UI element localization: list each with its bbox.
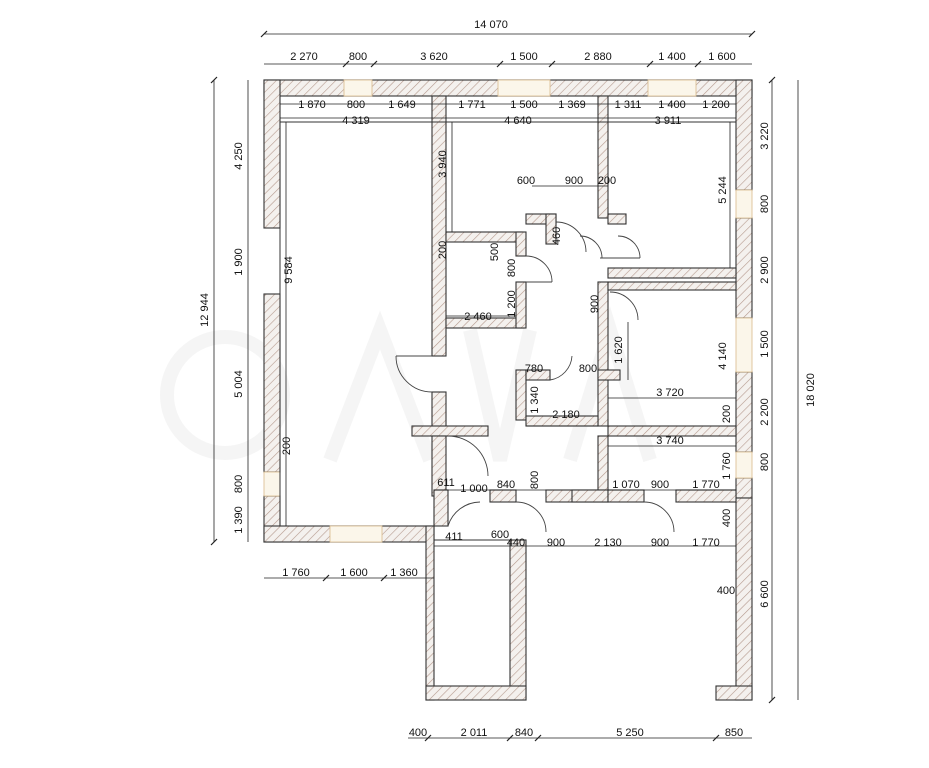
dim-left-room-height: 9 584 <box>283 256 295 284</box>
dim-hall-600: 600 <box>517 175 535 187</box>
dim-ter-900a: 900 <box>547 537 565 549</box>
dim-top-inner-7: 1 311 <box>615 99 642 111</box>
dim-bottom-1000: 1 000 <box>460 483 488 495</box>
dim-bottom-1770: 1 770 <box>692 479 720 491</box>
dim-left-5: 1 390 <box>233 506 245 534</box>
dim-bottom-left-3: 1 360 <box>390 567 418 579</box>
dim-hall-780: 780 <box>525 363 543 375</box>
dim-wc-1200: 1 200 <box>506 290 518 318</box>
doors <box>395 221 675 533</box>
dim-bottom-1: 400 <box>409 727 427 739</box>
dim-left-total: 12 944 <box>199 293 211 327</box>
dim-bottom-611: 611 <box>437 477 455 489</box>
dim-ter-600: 600 <box>491 529 509 541</box>
dim-top-inner-9: 1 200 <box>702 99 730 111</box>
dim-ter-900b: 900 <box>651 537 669 549</box>
dim-top-outer-5: 2 880 <box>584 51 612 63</box>
dim-top-outer-6: 1 400 <box>658 51 686 63</box>
dim-wc-width: 2 460 <box>464 311 492 323</box>
dim-top-inner-1: 1 870 <box>298 99 326 111</box>
dim-ter-400: 400 <box>717 585 735 597</box>
dim-hall-460: 460 <box>551 227 563 245</box>
dim-right-900: 900 <box>589 295 601 313</box>
dim-room-1760: 1 760 <box>721 452 733 480</box>
dim-right-room-height: 5 244 <box>717 176 729 204</box>
dim-bottom-left-1: 1 760 <box>282 567 310 579</box>
dim-wc-500: 500 <box>489 243 501 261</box>
dim-hall-200: 200 <box>598 175 616 187</box>
dim-right-200: 200 <box>721 405 733 423</box>
dim-room-width-1: 4 319 <box>342 115 370 127</box>
dim-right-800: 800 <box>579 363 597 375</box>
dim-right-total: 18 020 <box>805 373 817 407</box>
dim-room-3720: 3 720 <box>656 387 684 399</box>
bottom-dimension-labels: 1 760 1 600 1 360 400 2 011 840 5 250 85… <box>282 567 743 739</box>
dim-hall-900: 900 <box>565 175 583 187</box>
dim-bottom-4: 5 250 <box>616 727 644 739</box>
dim-room-width-3: 3 911 <box>655 115 682 127</box>
dim-ter-440: 440 <box>507 537 525 549</box>
left-dimension-labels: 12 944 4 250 1 900 5 004 800 1 390 <box>199 142 245 534</box>
dim-right-3: 2 900 <box>759 256 771 284</box>
dim-right-6: 800 <box>759 453 771 471</box>
dimension-lines <box>213 33 799 739</box>
dim-room-3740: 3 740 <box>656 435 684 447</box>
inner-lines <box>279 121 736 541</box>
dim-ter-2130: 2 130 <box>594 537 622 549</box>
dim-left-4: 800 <box>233 475 245 493</box>
dim-left-1: 4 250 <box>233 142 245 170</box>
dim-bottom-5: 850 <box>725 727 743 739</box>
dim-right-4140: 4 140 <box>717 342 729 370</box>
dim-bottom-2: 2 011 <box>461 727 488 739</box>
interior-walls <box>411 95 737 527</box>
dim-ter-1770: 1 770 <box>692 537 720 549</box>
dim-hall-1340: 1 340 <box>529 386 541 414</box>
dim-ter-411: 411 <box>445 531 463 543</box>
dim-top-total: 14 070 <box>474 19 508 31</box>
dim-top-outer-2: 800 <box>349 51 367 63</box>
dimension-ticks <box>210 30 776 742</box>
dim-top-inner-3: 1 649 <box>388 99 416 111</box>
dim-right-2: 800 <box>759 195 771 213</box>
dim-bottom-840: 840 <box>497 479 515 491</box>
top-dimension-labels: 14 070 2 270 800 3 620 1 500 2 880 1 400… <box>290 19 736 127</box>
dim-bottom-3: 840 <box>515 727 533 739</box>
dim-room-width-2: 4 640 <box>504 115 532 127</box>
interior-dimension-labels: 9 584 200 3 940 500 200 2 460 800 1 200 … <box>281 150 735 597</box>
dim-wc-200: 200 <box>437 241 449 259</box>
windows <box>263 79 753 543</box>
dim-top-inner-2: 800 <box>347 99 365 111</box>
dim-mid-room-height: 3 940 <box>437 150 449 178</box>
dim-right-1620: 1 620 <box>613 336 625 364</box>
dim-wc-door: 800 <box>506 259 518 277</box>
dim-bottom-800: 800 <box>529 471 541 489</box>
dim-right-400: 400 <box>721 509 733 527</box>
dim-bottom-900: 900 <box>651 479 669 491</box>
right-dimension-labels: 18 020 3 220 800 2 900 1 500 2 200 800 6… <box>759 122 817 608</box>
dim-right-1: 3 220 <box>759 122 771 150</box>
dim-left-3: 5 004 <box>233 370 245 398</box>
dim-left-room-wall: 200 <box>281 437 293 455</box>
dim-top-outer-1: 2 270 <box>290 51 318 63</box>
dim-top-inner-8: 1 400 <box>658 99 686 111</box>
dim-left-2: 1 900 <box>233 248 245 276</box>
dim-top-inner-4: 1 771 <box>458 99 486 111</box>
dim-right-5: 2 200 <box>759 398 771 426</box>
dim-right-7: 6 600 <box>759 580 771 608</box>
dim-top-inner-6: 1 369 <box>558 99 586 111</box>
dim-right-4: 1 500 <box>759 330 771 358</box>
dim-bottom-left-2: 1 600 <box>340 567 368 579</box>
dim-top-outer-3: 3 620 <box>420 51 448 63</box>
dim-hall-2180: 2 180 <box>552 409 580 421</box>
dim-top-inner-5: 1 500 <box>510 99 538 111</box>
dim-bottom-1070: 1 070 <box>612 479 640 491</box>
dim-top-outer-4: 1 500 <box>510 51 538 63</box>
dim-top-outer-7: 1 600 <box>708 51 736 63</box>
